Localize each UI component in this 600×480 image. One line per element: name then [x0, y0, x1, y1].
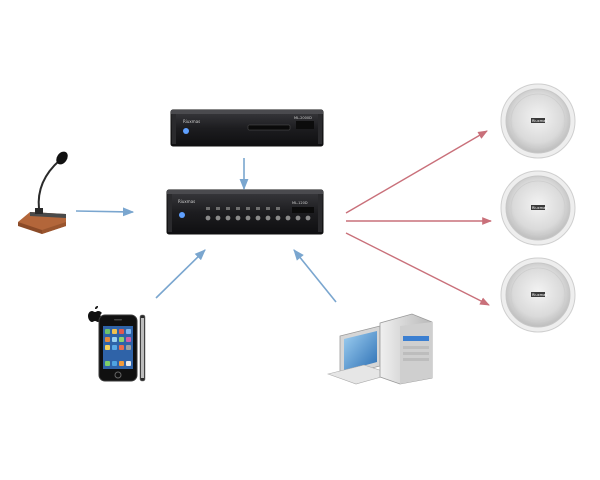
arrow-phone-to-amplifier [155, 249, 206, 299]
paging-microphone-icon [18, 151, 68, 234]
ceiling-speaker-icon: Riuxmas [500, 170, 576, 246]
arrow-amplifier-to-speaker-3 [345, 232, 490, 306]
speaker-brand: Riuxmas [532, 206, 547, 210]
amplifier-brand: Riuxmas [178, 199, 195, 204]
player-model: ML-2000D [294, 116, 312, 120]
desktop-computer-icon [326, 313, 433, 385]
speaker-brand: Riuxmas [532, 119, 547, 123]
player-brand: Riuxmas [183, 119, 200, 124]
speaker-brand: Riuxmas [532, 293, 547, 297]
mixer-amplifier-rack-icon: Riuxmas ML-120D [166, 189, 324, 235]
amplifier-model: ML-120D [292, 201, 308, 205]
cd-player-rack-icon: Riuxmas ML-2000D [170, 109, 324, 147]
smartphone-icon [88, 306, 146, 382]
ceiling-speaker-icon: Riuxmas [500, 83, 576, 159]
arrow-microphone-to-amplifier [75, 207, 135, 217]
arrow-amplifier-to-speaker-1 [345, 130, 488, 214]
ceiling-speaker-icon: Riuxmas [500, 257, 576, 333]
arrow-computer-to-amplifier [293, 249, 337, 303]
